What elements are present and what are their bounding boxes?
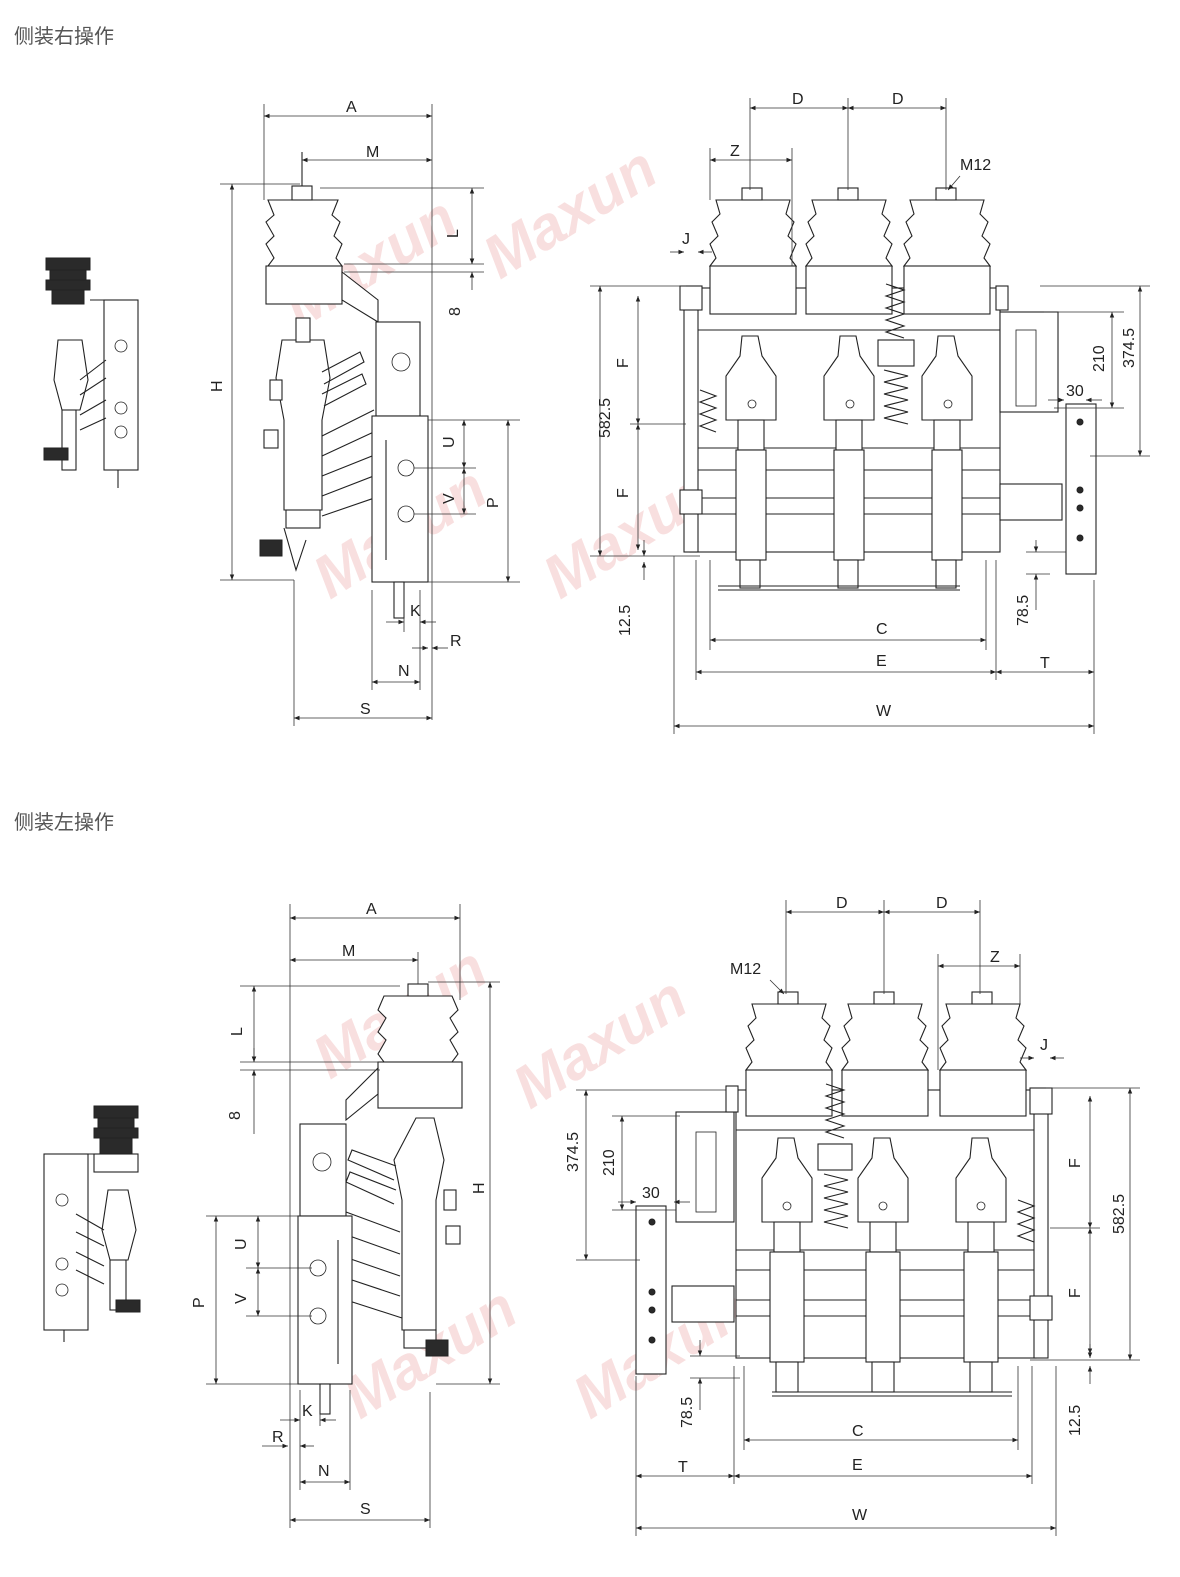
watermark: Maxun	[471, 134, 668, 292]
insulator-2	[840, 991, 930, 1117]
watermark: Maxun	[501, 964, 698, 1122]
switch-pole-2	[823, 335, 875, 589]
dim-label: V	[441, 493, 458, 504]
dim-label: W	[852, 1507, 868, 1524]
dim-label: K	[410, 603, 421, 620]
insulator-1	[708, 187, 798, 315]
dim-label: F	[1067, 1158, 1084, 1168]
dim-label: 210	[1091, 345, 1108, 372]
dim-label: S	[360, 701, 371, 718]
dim-label: M12	[960, 157, 991, 174]
dim-label: N	[398, 663, 410, 680]
dim-label: T	[1040, 655, 1050, 672]
dim-label: 210	[601, 1149, 618, 1176]
dim-label: 30	[1066, 383, 1084, 400]
dim-label: H	[209, 380, 226, 392]
dimensions-front-left: D D Z M12 J 582.5 F F 12.5 374.5 210	[565, 895, 1140, 1536]
dim-label: 582.5	[597, 398, 614, 438]
dim-label: F	[615, 358, 632, 368]
dim-label: H	[471, 1182, 488, 1194]
dim-label: E	[852, 1457, 863, 1474]
dim-label: N	[318, 1463, 330, 1480]
dim-label: 582.5	[1111, 1194, 1128, 1234]
dim-label: U	[233, 1238, 250, 1250]
front-view-left-operation	[635, 991, 1053, 1397]
dim-label: W	[876, 703, 892, 720]
dim-label: E	[876, 653, 887, 670]
switch-pole-2	[857, 1137, 909, 1393]
dim-label: V	[233, 1293, 250, 1304]
dim-label: C	[852, 1423, 864, 1440]
dim-label: 12.5	[617, 605, 634, 636]
insulator-3	[938, 991, 1028, 1117]
dim-label: 374.5	[1121, 328, 1138, 368]
dim-label: A	[366, 901, 377, 918]
front-view-right-operation	[679, 187, 1097, 591]
dim-label: R	[272, 1429, 284, 1446]
dim-label: M12	[730, 961, 761, 978]
dim-label: L	[445, 229, 462, 238]
dim-label: C	[876, 621, 888, 638]
dim-label: P	[191, 1297, 208, 1308]
dim-label: 374.5	[565, 1132, 582, 1172]
switch-pole-1	[725, 335, 777, 589]
side-view-left-operation	[297, 983, 463, 1415]
dim-label: F	[615, 488, 632, 498]
switch-pole-1	[761, 1137, 813, 1393]
dim-label: 78.5	[679, 1397, 696, 1428]
dim-label: D	[836, 895, 848, 912]
insulator-3	[902, 187, 992, 315]
dim-label: D	[792, 91, 804, 108]
dim-label: P	[485, 497, 502, 508]
insulator-1	[744, 991, 834, 1117]
dim-label: L	[229, 1027, 246, 1036]
dim-label: 8	[447, 307, 464, 316]
dim-label: J	[682, 231, 690, 248]
dim-label: M	[342, 943, 355, 960]
dimensions-side-left: A M H L 8 U V P K R	[191, 901, 500, 1528]
section-title-right: 侧装右操作	[14, 24, 114, 48]
dimensions-side-right: A M H L 8 U V P K R	[209, 99, 520, 726]
dim-label: S	[360, 1501, 371, 1518]
dim-label: R	[450, 633, 462, 650]
dim-label: Z	[990, 949, 1000, 966]
dim-label: T	[678, 1459, 688, 1476]
dim-label: F	[1067, 1288, 1084, 1298]
dim-label: 78.5	[1015, 595, 1032, 626]
insulator-2	[804, 187, 894, 315]
dim-label: M	[366, 144, 379, 161]
dim-label: D	[936, 895, 948, 912]
dim-label: U	[441, 436, 458, 448]
switch-pole-3	[921, 335, 973, 589]
thumbnail-left-operation	[43, 1105, 141, 1342]
switch-pole-3	[955, 1137, 1007, 1393]
dim-label: 12.5	[1067, 1405, 1084, 1436]
side-view-right-operation	[259, 152, 429, 619]
dim-label: K	[302, 1403, 313, 1420]
section-title-left: 侧装左操作	[14, 810, 114, 834]
dim-label: D	[892, 91, 904, 108]
dim-label: 8	[227, 1111, 244, 1120]
dim-label: Z	[730, 143, 740, 160]
dim-label: J	[1040, 1037, 1048, 1054]
dim-label: A	[346, 99, 357, 116]
dim-label: 30	[642, 1185, 660, 1202]
dimensions-front-right: D D Z M12 J 582.5 F F 12.5 374.5 21	[590, 91, 1150, 734]
thumbnail-right-operation	[43, 257, 139, 488]
